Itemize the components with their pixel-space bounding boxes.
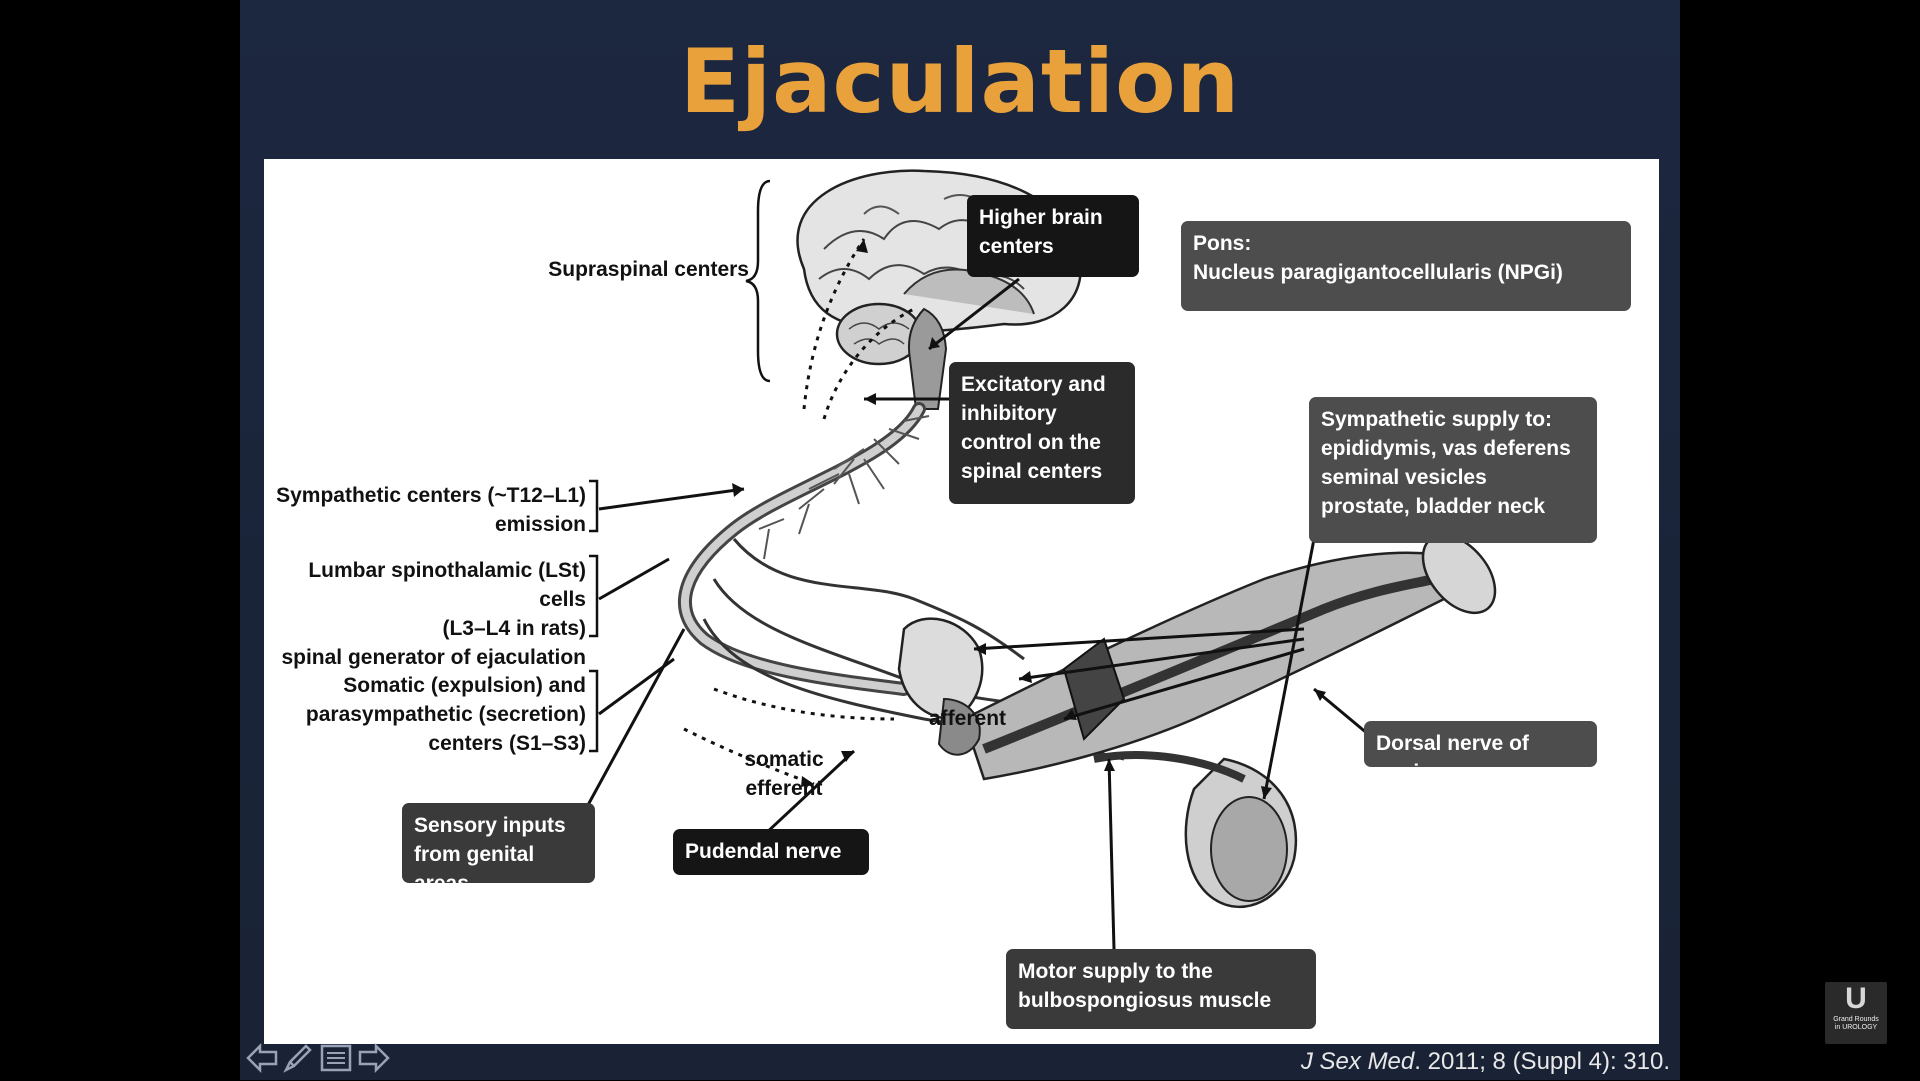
brainstem: [908, 307, 948, 410]
box-pudendal-nerve: Pudendal nerve: [673, 829, 869, 875]
label-lumbar-spinothalamic: Lumbar spinothalamic (LSt) cells (L3–L4 …: [281, 559, 586, 669]
spinal-brackets: [589, 479, 599, 753]
anatomy-diagram: [562, 169, 1497, 950]
slide-navigation: [240, 1040, 400, 1078]
pointer-lines: [562, 277, 1375, 950]
box-dorsal-nerve-of-penis: Dorsal nerve of penis: [1364, 721, 1597, 784]
label-afferent: afferent: [929, 707, 1007, 730]
prostate: [937, 697, 981, 756]
testis: [1210, 796, 1288, 902]
box-higher-brain-centers: Higher brain centers: [967, 195, 1139, 277]
penis-illustration: [897, 533, 1497, 909]
supraspinal-brace: [745, 179, 771, 383]
arrowheads: [732, 239, 1326, 799]
label-sympathetic-centers: Sympathetic centers (~T12–L1) emission: [276, 484, 586, 536]
diagram-panel: Supraspinal centers Sympathetic centers …: [264, 159, 1659, 1044]
slide-title: Ejaculation: [679, 30, 1241, 133]
label-supraspinal-centers: Supraspinal centers: [548, 258, 749, 281]
pen-icon[interactable]: [280, 1040, 316, 1076]
nerve-roots: [758, 415, 930, 560]
logo-text: Grand Rounds in UROLOGY: [1833, 1016, 1879, 1031]
box-sensory-inputs: Sensory inputs from genital areas: [402, 803, 595, 895]
citation-details: . 2011; 8 (Suppl 4): 310.: [1414, 1048, 1670, 1075]
logo-letter: U: [1845, 982, 1867, 1015]
arrow-right-icon[interactable]: [356, 1040, 392, 1076]
menu-icon[interactable]: [318, 1040, 354, 1076]
label-somatic-efferent: somatic efferent: [744, 748, 824, 800]
box-sympathetic-supply: Sympathetic supply to: epididymis, vas d…: [1309, 397, 1597, 543]
box-motor-supply-bulbospongiosus: Motor supply to the bulbospongiosus musc…: [1006, 949, 1316, 1029]
bladder: [897, 617, 984, 721]
label-somatic-parasympathetic: Somatic (expulsion) and parasympathetic …: [305, 674, 586, 755]
citation-journal: J Sex Med: [1300, 1048, 1415, 1075]
ascending-pathway: [802, 238, 866, 410]
box-pons-npgi: Pons: Nucleus paragigantocellularis (NPG…: [1181, 221, 1631, 311]
grand-rounds-urology-logo: U Grand Rounds in UROLOGY: [1825, 982, 1887, 1044]
arrow-left-icon[interactable]: [244, 1040, 280, 1076]
citation: J Sex Med. 2011; 8 (Suppl 4): 310.: [1301, 1048, 1670, 1076]
box-excitatory-inhibitory-control: Excitatory and inhibitory control on the…: [949, 362, 1135, 504]
